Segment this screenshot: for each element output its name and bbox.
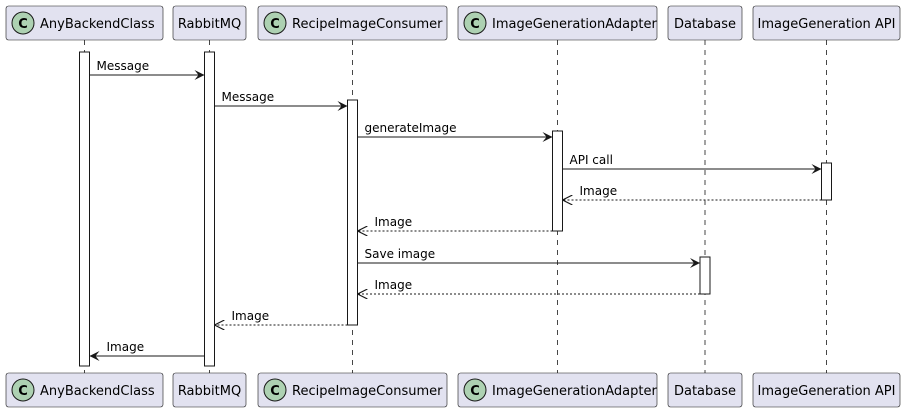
class-badge-icon: C: [11, 11, 35, 35]
participant-imagegeneration-api-bottom[interactable]: ImageGeneration API: [752, 372, 901, 408]
message-label: Message: [222, 90, 275, 104]
participant-database-bottom[interactable]: Database: [667, 372, 743, 408]
participants-top: C AnyBackendClass RabbitMQ C RecipeImageCons…: [5, 5, 901, 41]
message-label: Image: [375, 278, 413, 292]
message-label: Image: [375, 215, 413, 229]
participant-name: RecipeImageConsumer: [292, 17, 443, 32]
message-7: Save image: [357, 247, 700, 268]
message-9: Image: [214, 309, 348, 325]
activation-rabbitmq: [204, 51, 215, 367]
participant-name: AnyBackendClass: [40, 17, 155, 32]
participant-box: [457, 5, 658, 41]
svg-text:C: C: [470, 384, 480, 399]
message-6: Image: [357, 215, 553, 231]
message-4: API call: [562, 153, 822, 174]
class-badge-icon: C: [463, 378, 487, 402]
participant-name: ImageGenerationAdapter: [492, 384, 657, 399]
participant-box: [457, 372, 658, 408]
message-label: Image: [107, 340, 145, 354]
participant-name: ImageGeneration API: [758, 17, 896, 32]
message-1: Message: [89, 59, 205, 80]
participant-box: [667, 5, 743, 41]
participant-anybackendclass-top[interactable]: C AnyBackendClass: [5, 5, 164, 41]
participant-rabbitmq-top[interactable]: RabbitMQ: [172, 5, 247, 41]
lifelines: [84, 40, 827, 373]
message-label: Save image: [365, 247, 436, 261]
message-3: generateImage: [357, 121, 553, 142]
message-label: Image: [580, 184, 618, 198]
activation-anybackendclass: [79, 51, 90, 367]
participant-box: [5, 5, 164, 41]
activations: [79, 51, 832, 367]
participant-box: [172, 372, 247, 408]
participant-name: ImageGenerationAdapter: [492, 17, 657, 32]
participant-name: ImageGeneration API: [758, 384, 896, 399]
participant-rabbitmq-bottom[interactable]: RabbitMQ: [172, 372, 247, 408]
class-badge-icon: C: [463, 11, 487, 35]
message-label: Message: [97, 59, 150, 73]
participant-imagegenerationadapter-bottom[interactable]: C ImageGenerationAdapter: [457, 372, 658, 408]
participant-name: RecipeImageConsumer: [292, 384, 443, 399]
activation-database: [699, 256, 711, 295]
participant-box: [667, 372, 743, 408]
svg-text:C: C: [270, 384, 280, 399]
svg-text:C: C: [18, 384, 28, 399]
participant-name: Database: [674, 384, 736, 399]
participant-box: [257, 5, 448, 41]
participant-recipeimageconsumer-bottom[interactable]: C RecipeImageConsumer: [257, 372, 448, 408]
participant-database-top[interactable]: Database: [667, 5, 743, 41]
participant-box: [5, 372, 164, 408]
activation-imagegenerationadapter: [552, 130, 563, 232]
class-badge-icon: C: [263, 11, 287, 35]
class-badge-icon: C: [263, 378, 287, 402]
message-5: Image: [562, 184, 822, 200]
activation-imagegeneration-api: [821, 162, 832, 201]
svg-text:C: C: [270, 17, 280, 32]
activation-recipeimageconsumer: [347, 99, 358, 326]
message-10: Image: [89, 340, 205, 361]
class-badge-icon: C: [11, 378, 35, 402]
svg-text:C: C: [18, 17, 28, 32]
message-label: Image: [232, 309, 270, 323]
message-8: Image: [357, 278, 700, 294]
message-label: generateImage: [365, 121, 457, 135]
svg-text:C: C: [470, 17, 480, 32]
participant-recipeimageconsumer-top[interactable]: C RecipeImageConsumer: [257, 5, 448, 41]
participant-box: [257, 372, 448, 408]
message-label: API call: [570, 153, 613, 167]
participant-anybackendclass-bottom[interactable]: C AnyBackendClass: [5, 372, 164, 408]
participant-box: [172, 5, 247, 41]
participant-name: Database: [674, 17, 736, 32]
participant-name: RabbitMQ: [178, 384, 241, 399]
participant-box: [752, 5, 901, 41]
participants-bottom: C AnyBackendClass RabbitMQ C RecipeImageCons…: [5, 372, 901, 408]
participant-name: RabbitMQ: [178, 17, 241, 32]
participant-box: [752, 372, 901, 408]
participant-name: AnyBackendClass: [40, 384, 155, 399]
participant-imagegeneration-api-top[interactable]: ImageGeneration API: [752, 5, 901, 41]
message-2: Message: [214, 90, 348, 111]
participant-imagegenerationadapter-top[interactable]: C ImageGenerationAdapter: [457, 5, 658, 41]
